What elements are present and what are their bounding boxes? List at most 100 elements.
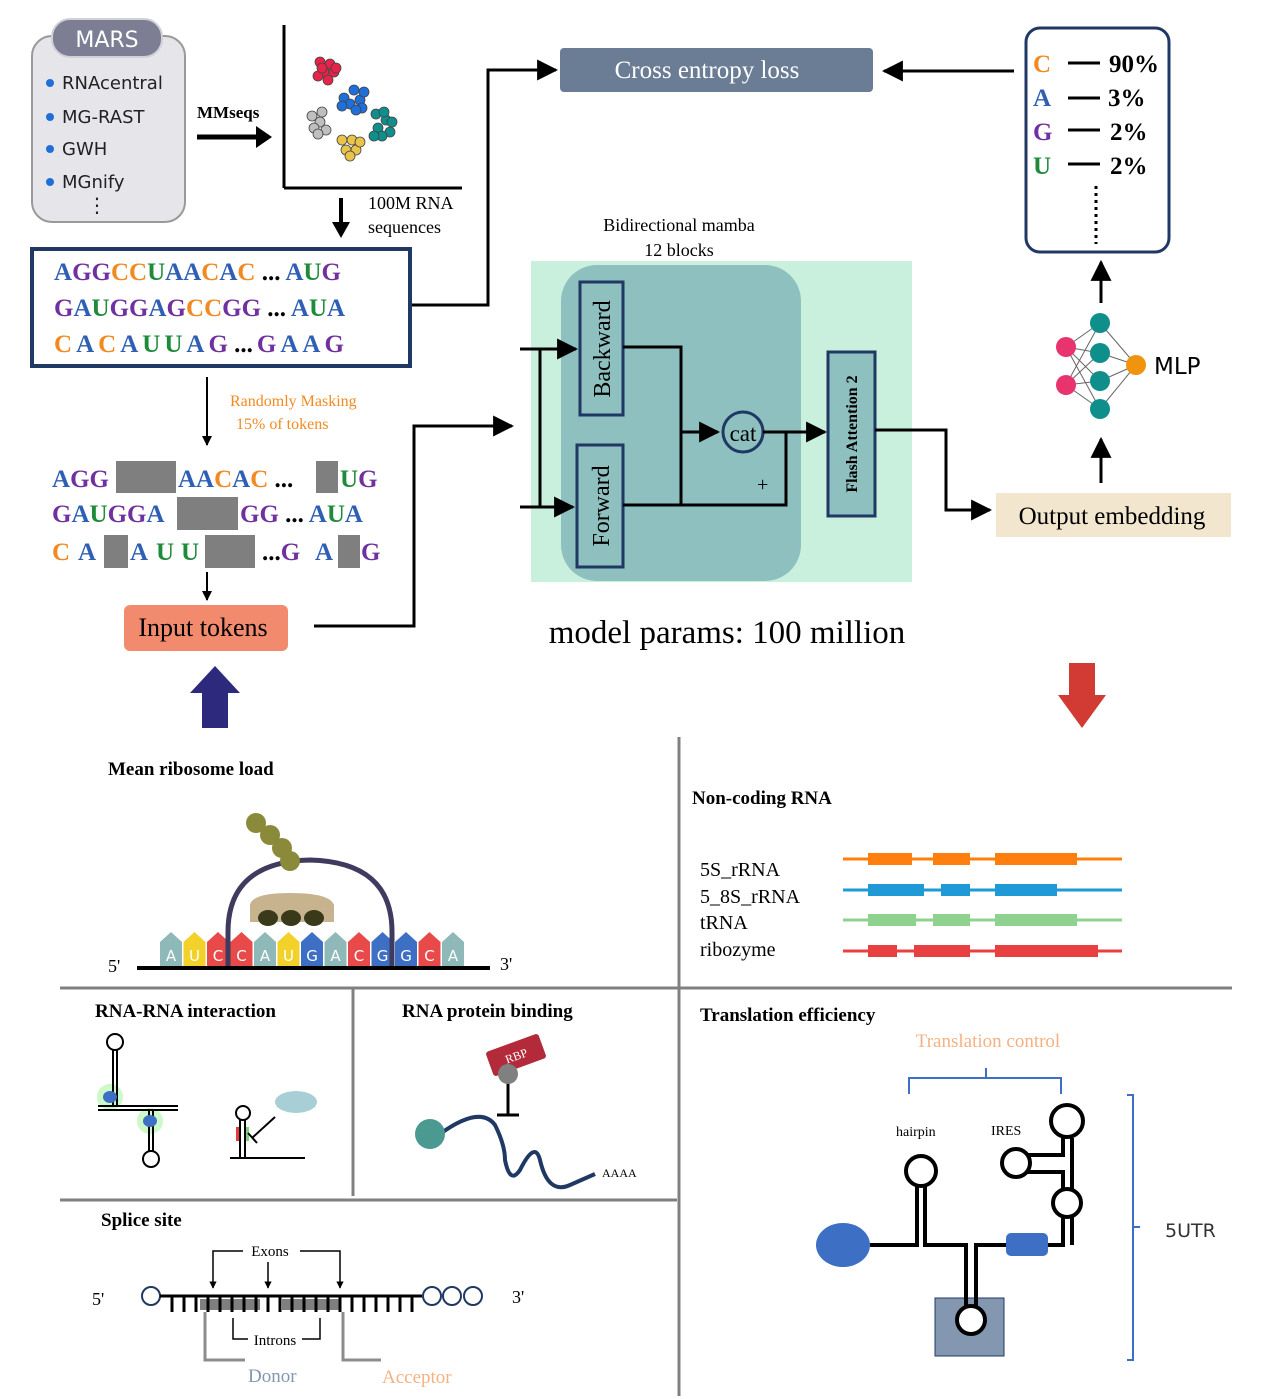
output-embedding-box: [996, 493, 1231, 537]
nucleotide-c: [230, 932, 253, 966]
raw-sequence-2: GAUGGAGCCGG ... AUA: [54, 295, 345, 322]
translation-efficiency-panel: Translation efficiency Translation contr…: [700, 1005, 1216, 1361]
prob-value-u: 2%: [1110, 153, 1148, 180]
polya-label: AAAA: [602, 1166, 637, 1180]
forward-label: Forward: [589, 465, 615, 546]
masking-label-line2: 15% of tokens: [236, 416, 328, 433]
mars-item-mg-rast: MG-RAST: [62, 107, 145, 128]
raw-sequences-box: AGGCCUAACAC ... AUG GAUGGAGCCGG ... AUA …: [30, 247, 412, 368]
nucleotide-label: C: [354, 947, 364, 965]
cluster-point: [348, 84, 360, 96]
nucleotide-g: [301, 932, 323, 966]
nucleotide-u: [183, 932, 206, 966]
cluster-scatter: [282, 25, 462, 190]
rbp-tag: RBP: [486, 1034, 546, 1076]
utr-label: 5UTR: [1165, 1220, 1216, 1242]
cluster-point: [316, 62, 328, 74]
sequences-label-line1: 100M RNA: [368, 193, 454, 213]
peptide-bead: [246, 813, 266, 833]
rna-rna-interaction-panel: RNA-RNA interaction: [95, 1001, 317, 1168]
cluster-point: [354, 136, 366, 148]
ncrna-label-trna: tRNA: [700, 912, 748, 934]
bullet-icon: [46, 79, 54, 87]
ncrna-label-ribozyme: ribozyme: [700, 939, 776, 961]
nucleotide-c: [207, 932, 229, 966]
mars-more-icon: ⋮: [87, 193, 107, 217]
nucleotide-label: G: [306, 947, 318, 965]
probability-box: C 90% A 3% G 2% U 2%: [1024, 26, 1171, 254]
cluster-point: [336, 134, 348, 146]
cluster-point: [350, 104, 362, 116]
mars-item-gwh: GWH: [62, 139, 107, 160]
splice-site-panel: Splice site 5' 3' Exons Introns Donor Ac…: [92, 1210, 524, 1388]
nucleotide-u: [277, 932, 300, 966]
prob-base-a: A: [1033, 85, 1051, 112]
nucleotide-label: A: [166, 947, 177, 965]
mrl-3prime: 3': [500, 954, 512, 974]
nucleotide-label: A: [260, 947, 271, 965]
peptide-bead: [260, 825, 280, 845]
mask-block: [316, 461, 338, 493]
prob-value-a: 3%: [1108, 85, 1146, 112]
flash-to-output: [875, 428, 993, 521]
nucleotide-label: G: [377, 947, 389, 965]
ncrna-label-5s: 5S_rRNA: [700, 859, 781, 881]
nucleotide-a: [254, 932, 276, 966]
nucleotide-label: U: [189, 947, 200, 965]
model-params-label: model params: 100 million: [549, 615, 906, 651]
exons-label: Exons: [251, 1244, 289, 1260]
cluster-point: [330, 62, 342, 74]
ncrna-title: Non-coding RNA: [692, 788, 832, 809]
output-embedding-label: Output embedding: [1019, 503, 1206, 530]
cluster-point: [312, 128, 324, 140]
flash-attention-label: Flash Attention 2: [844, 375, 861, 492]
mlp-network-icon: [1056, 313, 1146, 419]
plus-label: +: [757, 474, 768, 496]
ncrna-label-58s: 5_8S_rRNA: [700, 886, 801, 908]
mlp-label: MLP: [1154, 354, 1201, 380]
ncrna-track-ribozyme: [843, 945, 1122, 957]
prob-value-g: 2%: [1110, 119, 1148, 146]
protein-complex-icon: [275, 1091, 317, 1113]
ires-label: IRES: [991, 1124, 1021, 1139]
mamba-title-line2: 12 blocks: [644, 240, 714, 260]
cluster-point: [386, 116, 398, 128]
cluster-point: [368, 130, 380, 142]
prob-value-c: 90%: [1109, 51, 1159, 78]
nucleotide-label: C: [236, 947, 246, 965]
nucleotide-g: [371, 932, 394, 966]
ribosome-outline: [225, 857, 395, 966]
nucleotide-label: A: [448, 947, 459, 965]
mars-item-rnacentral: RNAcentral: [62, 73, 163, 94]
utr-bracket: [1127, 1094, 1140, 1361]
bullet-icon: [46, 113, 54, 121]
flash-attention-block: [826, 350, 877, 518]
non-coding-rna-panel: Non-coding RNA 5S_rRNA 5_8S_rRNA tRNA ri…: [692, 788, 1122, 961]
cluster-point: [336, 100, 348, 112]
cluster-point: [322, 74, 334, 86]
residual-line: [681, 432, 788, 507]
nucleotide-c: [348, 932, 370, 966]
translation-control-label: Translation control: [916, 1031, 1060, 1052]
mars-database-box: MARS RNAcentral MG-RAST GWH MGnify ⋮: [31, 18, 186, 223]
nucleotide-g: [395, 932, 417, 966]
cluster-point: [306, 110, 318, 122]
rbp-node: [498, 1064, 518, 1084]
cap-icon: [415, 1119, 445, 1149]
rna-rna-title: RNA-RNA interaction: [95, 1001, 276, 1022]
masking-label-line1: Randomly Masking: [230, 393, 357, 410]
input-tokens-box: [124, 605, 288, 651]
masked-sequence-1: AGG AACAC ... UG: [52, 466, 378, 493]
nucleotide-label: C: [213, 947, 223, 965]
rna-protein-title: RNA protein binding: [402, 1001, 573, 1022]
mrl-5prime: 5': [108, 956, 120, 976]
cluster-point: [378, 106, 390, 118]
cluster-point: [316, 106, 328, 118]
prob-base-u: U: [1033, 153, 1051, 180]
input-tokens-label: Input tokens: [138, 613, 267, 642]
raw-sequence-1: AGGCCUAACAC ... AUG: [54, 259, 341, 286]
nucleotide-a: [324, 932, 347, 966]
masked-sequence-2: GAUGGA GG ... AUA: [52, 501, 363, 528]
splice-title: Splice site: [101, 1210, 182, 1231]
